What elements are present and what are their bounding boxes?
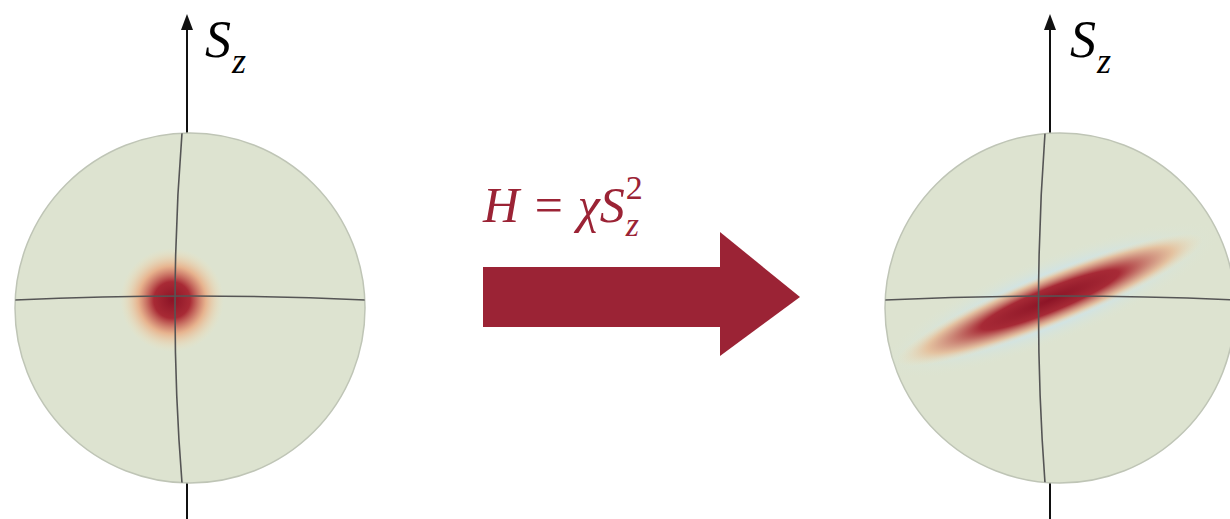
coherent-state [120, 248, 224, 352]
arrow-body [483, 267, 723, 327]
hamiltonian-label: H = χS [483, 180, 625, 230]
meridian [175, 133, 182, 483]
axis-subscript: z [232, 43, 246, 79]
meridian [1039, 133, 1046, 483]
equator [15, 296, 365, 300]
axis-label: S [205, 14, 231, 66]
squeezed-state [887, 214, 1212, 386]
axis-arrowhead [181, 14, 193, 30]
equator [885, 296, 1230, 300]
axis-subscript: z [1097, 43, 1111, 79]
arrow-head [720, 232, 800, 356]
sphere [885, 133, 1230, 483]
hamiltonian-subscript: z [626, 208, 639, 242]
axis-arrowhead [1044, 14, 1056, 30]
axis-label: S [1070, 14, 1096, 66]
squeezing-fringe [867, 194, 1230, 407]
hamiltonian-exponent: 2 [626, 171, 643, 205]
sphere [15, 133, 365, 483]
